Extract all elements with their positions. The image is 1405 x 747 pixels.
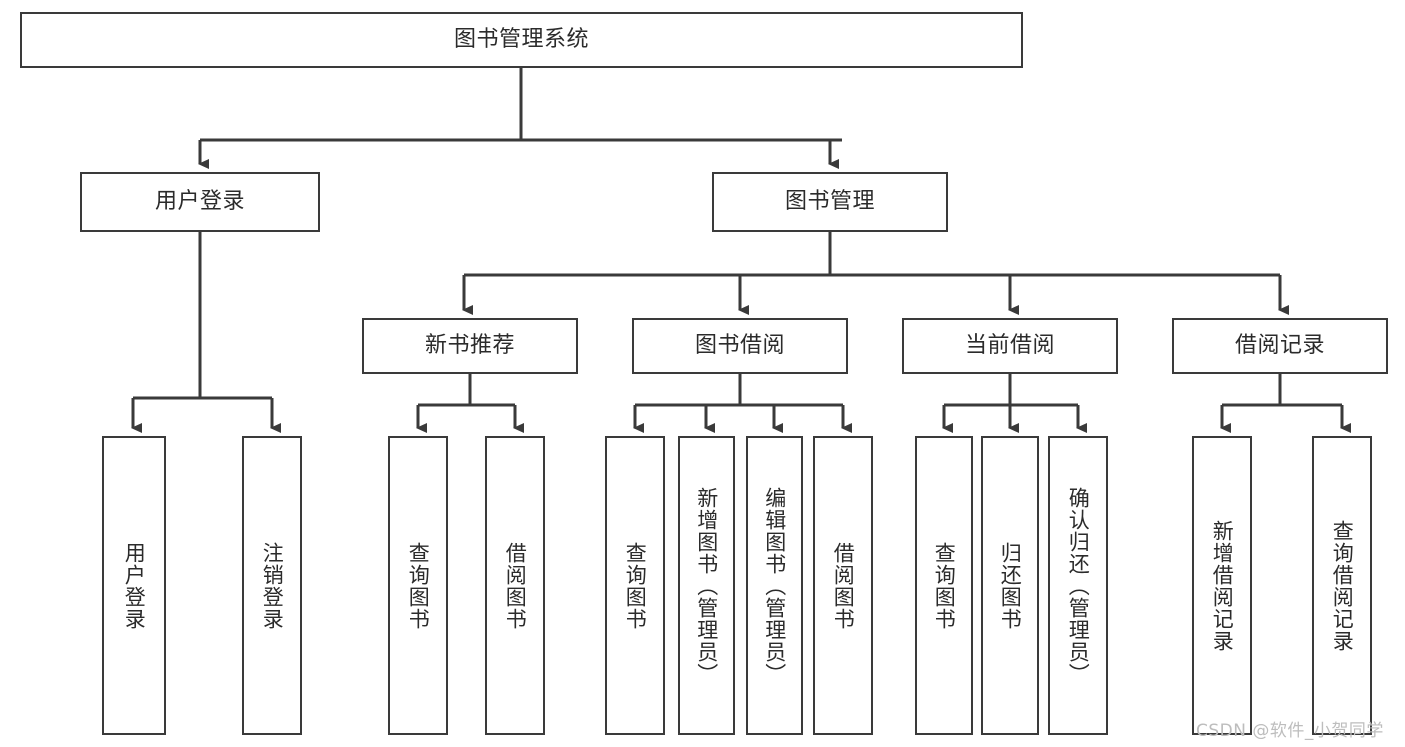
node-leaf-logout[interactable]: 注销登录: [242, 436, 302, 735]
node-leaf-confirm-return-admin[interactable]: 确认归还（管理员）: [1048, 436, 1108, 735]
node-leaf-return-books[interactable]: 归还图书: [981, 436, 1039, 735]
node-leaf-query-books-current[interactable]: 查询图书: [915, 436, 973, 735]
node-leaf-borrow-books-new[interactable]: 借阅图书: [485, 436, 545, 735]
node-root[interactable]: 图书管理系统: [20, 12, 1023, 68]
node-label: 查询图书: [406, 541, 431, 630]
node-label: 图书管理: [784, 189, 875, 215]
node-label: 编辑图书（管理员）: [762, 486, 787, 685]
node-label: 查询借阅记录: [1330, 519, 1355, 652]
node-label: 确认归还（管理员）: [1066, 486, 1091, 685]
node-label: 归还图书: [998, 541, 1023, 630]
node-level2-book-borrow[interactable]: 图书借阅: [632, 318, 848, 374]
node-leaf-borrow-books[interactable]: 借阅图书: [813, 436, 873, 735]
node-label: 用户登录: [122, 541, 147, 630]
node-label: 查询图书: [623, 541, 648, 630]
node-label: 借阅图书: [831, 541, 856, 630]
node-label: 借阅图书: [503, 541, 528, 630]
node-leaf-edit-book-admin[interactable]: 编辑图书（管理员）: [746, 436, 803, 735]
node-leaf-add-borrow-record[interactable]: 新增借阅记录: [1192, 436, 1252, 735]
node-label: 用户登录: [154, 189, 245, 215]
node-leaf-query-books-borrow[interactable]: 查询图书: [605, 436, 665, 735]
node-root-label: 图书管理系统: [453, 27, 589, 53]
node-label: 查询图书: [932, 541, 957, 630]
node-label: 注销登录: [260, 541, 285, 630]
node-leaf-user-login[interactable]: 用户登录: [102, 436, 166, 735]
node-level1-book-management[interactable]: 图书管理: [712, 172, 948, 232]
node-label: 新增借阅记录: [1210, 519, 1235, 652]
node-level2-borrow-records[interactable]: 借阅记录: [1172, 318, 1388, 374]
node-label: 借阅记录: [1234, 333, 1325, 359]
node-label: 当前借阅: [964, 333, 1055, 359]
node-leaf-query-books-new[interactable]: 查询图书: [388, 436, 448, 735]
node-label: 新增图书（管理员）: [694, 486, 719, 685]
node-level2-current-borrow[interactable]: 当前借阅: [902, 318, 1118, 374]
node-leaf-query-borrow-record[interactable]: 查询借阅记录: [1312, 436, 1372, 735]
node-label: 图书借阅: [694, 333, 785, 359]
node-leaf-add-book-admin[interactable]: 新增图书（管理员）: [678, 436, 735, 735]
node-level2-new-book-recommend[interactable]: 新书推荐: [362, 318, 578, 374]
node-level1-user-login[interactable]: 用户登录: [80, 172, 320, 232]
node-label: 新书推荐: [424, 333, 515, 359]
